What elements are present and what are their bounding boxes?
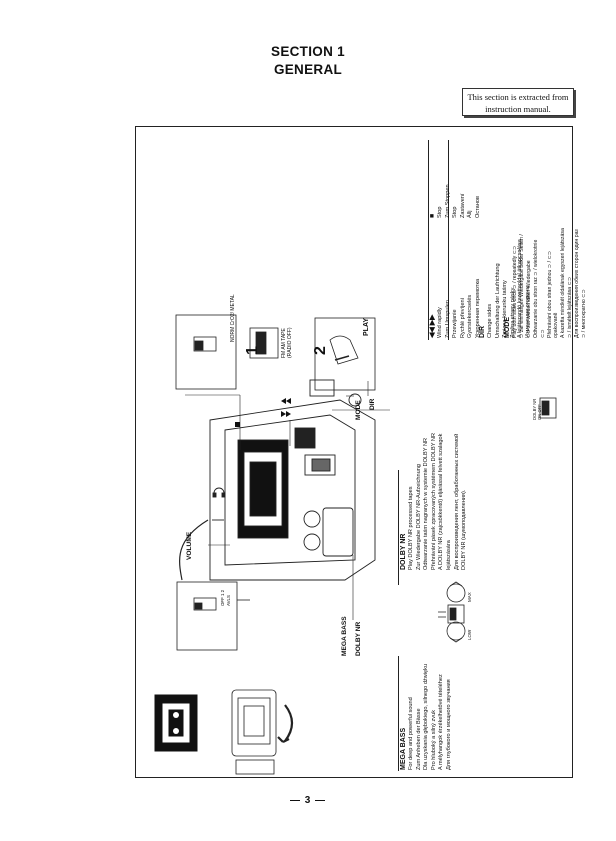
play-label: PLAY (363, 317, 370, 336)
rule-ffrew-stop (428, 140, 429, 340)
extract-note: This section is extracted from instructi… (462, 88, 574, 116)
rule-dir (448, 140, 449, 340)
mega-bass-label: MEGA BASS (341, 616, 348, 656)
cassette-icon (154, 694, 198, 752)
rule-mega-bass (398, 656, 399, 771)
stop-text: ■ Stop Zum Stoppen Stop Zastavení Állj О… (429, 184, 481, 218)
bass-low-label: LOW (467, 629, 472, 640)
bass-max-label: MAX (467, 592, 472, 602)
play-press-box (314, 317, 376, 391)
avls-switch-label: AVLS (226, 595, 231, 606)
step-1-number: 1 (244, 346, 261, 355)
manual-figure-frame (135, 126, 573, 778)
ffrew-text: ◀◀ ▶▶ Wind rapidly Zum Umspulen Przewija… (429, 278, 481, 338)
step-2-number: 2 (312, 346, 329, 355)
cassette-insert-drawing (231, 689, 294, 775)
avls-switch-off-label: OFF 1 2 (220, 589, 225, 606)
radio-switch-label: FM AM TAPE(RADIO OFF) (281, 327, 293, 358)
section-title: SECTION 1 (271, 44, 345, 59)
mega-bass-text: MEGA BASS For deep and powerful sound Zu… (400, 663, 452, 770)
dolby-text: DOLBY NR Play DOLBY NR processed tapes Z… (400, 432, 468, 570)
rule-dolby (398, 470, 399, 585)
dolby-switch-icon (539, 397, 557, 419)
volume-label: VOLUME (186, 531, 193, 560)
headphone-icon (212, 487, 226, 498)
cassette-player-body (179, 379, 376, 581)
mode-label: MODE (355, 400, 362, 420)
avls-switch-box (176, 581, 250, 651)
mode-text: MODE Play both sides once ⊃ / repeatedly… (504, 228, 588, 338)
stop-ffrew-symbols (235, 398, 291, 427)
page-number: — 3 — (289, 795, 327, 806)
tape-type-label: NORM CrO2/ METAL (230, 294, 236, 342)
radio-tape-switch (249, 327, 279, 359)
tape-select-box (175, 314, 237, 390)
dolby-nr-label: DOLBY NR (355, 621, 362, 656)
section-subtitle: GENERAL (273, 62, 343, 77)
dir-label: DIR (369, 398, 376, 410)
bass-knobs (438, 581, 466, 643)
